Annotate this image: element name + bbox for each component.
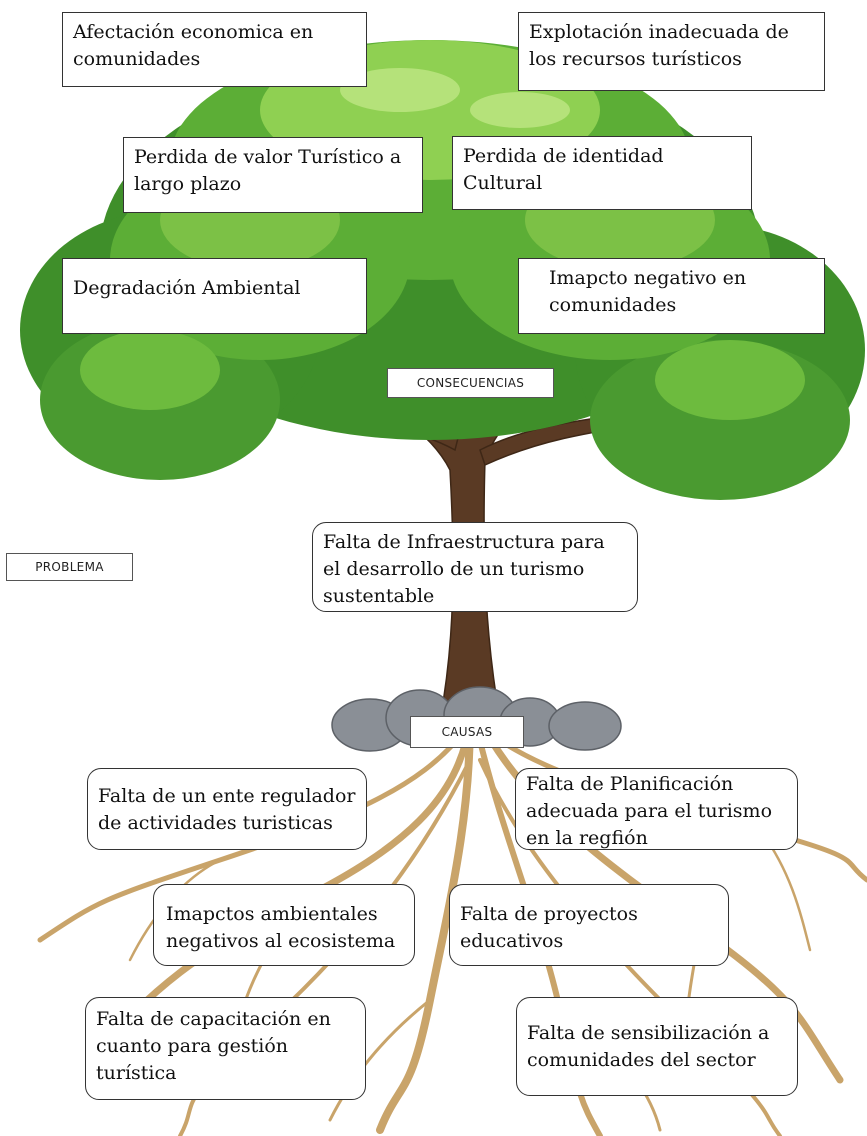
consequence-box: Explotación inadecuada de los recursos t… [518, 12, 825, 91]
causas-label: CAUSAS [410, 716, 524, 748]
cause-box: Imapctos ambientales negativos al ecosis… [153, 884, 415, 966]
cause-box: Falta de proyectos educativos [449, 884, 729, 966]
cause-box: Falta de Planificación adecuada para el … [515, 768, 798, 850]
consequence-box: Imapcto negativo en comunidades [518, 258, 825, 334]
cause-box: Falta de capacitación en cuanto para ges… [85, 997, 366, 1100]
consequence-box: Perdida de identidad Cultural [452, 136, 752, 210]
consequence-box: Degradación Ambiental [62, 258, 367, 334]
problem-box: Falta de Infraestructura para el desarro… [312, 522, 638, 612]
problema-label: PROBLEMA [6, 553, 133, 581]
cause-box: Falta de un ente regulador de actividade… [87, 768, 367, 850]
cause-box: Falta de sensibilización a comunidades d… [516, 997, 798, 1096]
consequence-box: Afectación economica en comunidades [62, 12, 367, 87]
consecuencias-label: CONSECUENCIAS [387, 368, 554, 398]
consequence-box: Perdida de valor Turístico a largo plazo [123, 137, 423, 213]
